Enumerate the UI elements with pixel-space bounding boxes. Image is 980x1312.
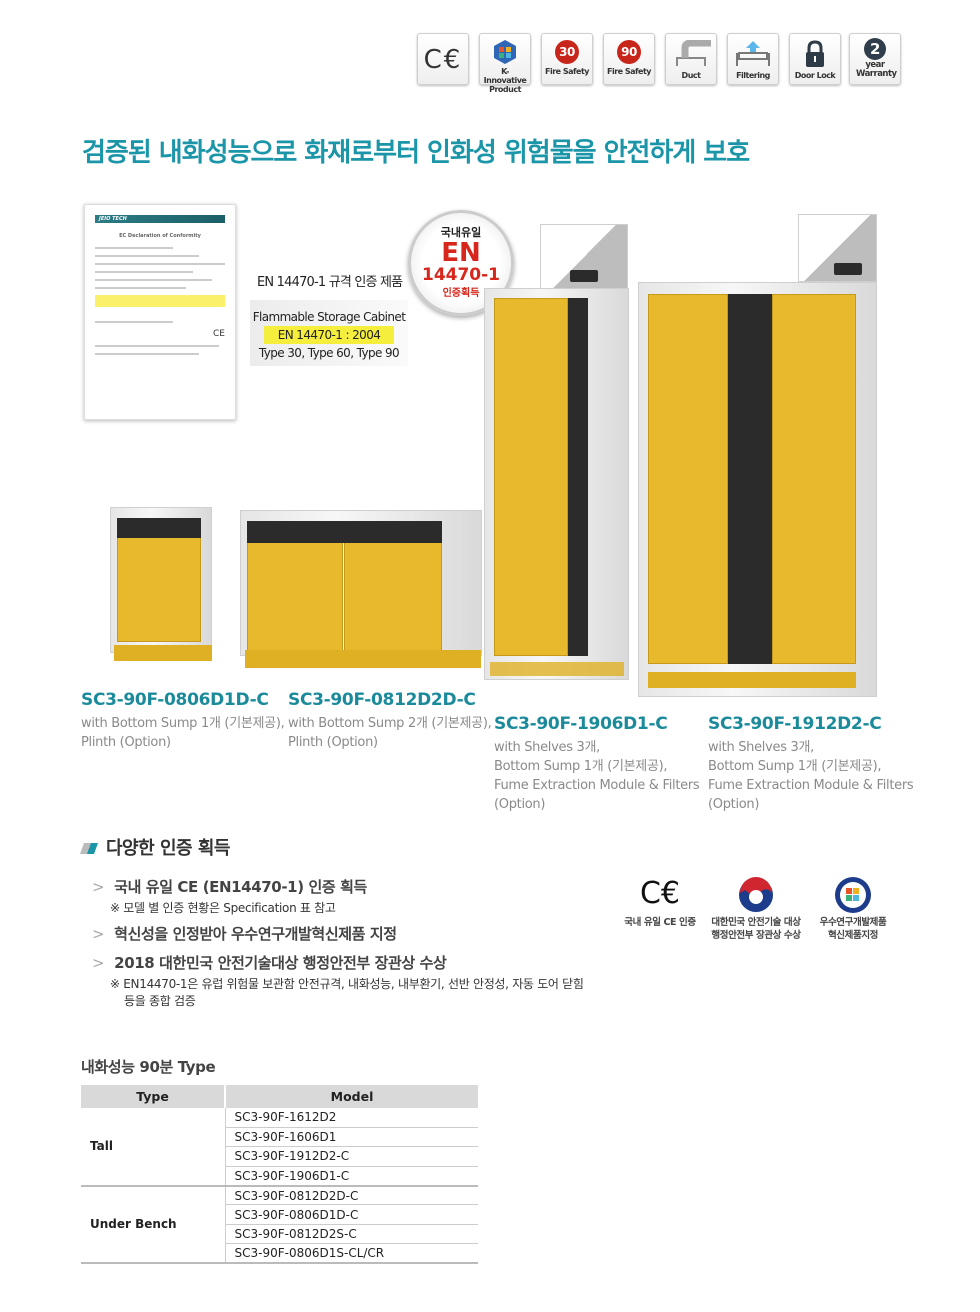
cert-item: >혁신성을 인정받아 우수연구개발혁신제품 지정 [92,925,397,943]
ce-badge: C€ [417,33,469,85]
logo-caption: 우수연구개발제품 [819,917,887,928]
product-desc: Plinth (Option) [81,735,171,750]
warranty-icon: 2 [864,38,886,60]
k-innovative-icon [480,37,530,67]
section-marker-icon [79,843,99,854]
model-cell: SC3-90F-0812D2S-C [225,1224,478,1245]
callout-types: Type 30, Type 60, Type 90 [258,346,400,360]
fire-90-badge: 90 Fire Safety [603,33,655,85]
product-model: SC3-90F-0806D1D-C [81,690,269,710]
table-row: SC3-90F-1912D2-C [81,1146,478,1167]
cert-item: >2018 대한민국 안전기술대상 행정안전부 장관상 수상 [92,954,447,972]
product-1912D2: SC3-90F-1912D2-C with Shelves 3개, Bottom … [708,714,918,814]
model-cell: SC3-90F-1912D2-C [225,1146,478,1167]
badge-label: Fire Safety [545,67,589,76]
product-desc: (Option) [494,797,546,812]
seal-top: 국내유일 [440,226,482,239]
ce-logo: C€ 국내 유일 CE 인증 [620,876,700,929]
certification-callout: Flammable Storage Cabinet EN 14470-1 : 2… [250,300,408,366]
product-model: SC3-90F-0812D2D-C [288,690,476,710]
product-model: SC3-90F-1912D2-C [708,714,882,734]
product-model: SC3-90F-1906D1-C [494,714,668,734]
logo-caption: 혁신제품지정 [827,930,879,941]
fire-30-icon: 30 [555,40,579,64]
korea-government-emblem-icon [739,877,773,912]
product-desc: (Option) [708,797,760,812]
column-header: Type [81,1085,226,1108]
table-row: SC3-90F-1606D1 [81,1127,478,1148]
badge-label: year Warranty [856,60,897,79]
cert-note: ※ EN14470-1은 유럽 위험물 보관함 안전규격, 내화성능, 내부환기… [110,977,584,1008]
product-desc: with Bottom Sump 2개 (기본제공), [288,716,492,731]
filtering-icon [728,37,778,71]
product-desc: Fume Extraction Module & Filters [708,778,914,793]
page-headline: 검증된 내화성능으로 화재로부터 인화성 위험물을 안전하게 보호 [82,138,750,168]
product-0812D2D: SC3-90F-0812D2D-C with Bottom Sump 2개 (기… [288,690,493,752]
door-lock-icon [790,37,840,71]
type-cell: Tall [81,1108,226,1187]
callout-standard: EN 14470-1 : 2004 [263,326,395,344]
duct-badge: Duct [665,33,717,85]
badge-label: Door Lock [794,71,836,80]
product-desc: with Shelves 3개, [708,740,814,755]
callout-product: Flammable Storage Cabinet [252,310,406,324]
table-title: 내화성능 90분 Type [81,1058,216,1076]
badge-label: K-Innovative Product [483,67,527,94]
door-lock-badge: Door Lock [789,33,841,85]
seal-number: 14470-1 [421,265,501,285]
k-innovative-badge: K-Innovative Product [479,33,531,94]
duct-icon [666,37,716,71]
badge-label: Fire Safety [607,67,651,76]
seal-bottom: 인증획득 [442,288,480,299]
product-desc: Bottom Sump 1개 (기본제공), [494,759,668,774]
logo-caption: 국내 유일 CE 인증 [624,917,696,928]
certificate-brand: JEIO TECH [95,215,225,223]
badge-label: Duct [681,71,701,80]
model-cell: SC3-90F-0812D2D-C [225,1185,478,1206]
filtering-badge: Filtering [727,33,779,85]
badge-label: Filtering [736,71,770,80]
seal-en: EN [441,238,481,268]
callout-title: EN 14470-1 규격 인증 제품 [257,275,403,290]
fire-30-badge: 30 Fire Safety [541,33,593,85]
type-cell: Under Bench [81,1185,226,1265]
column-header: Model [225,1085,478,1108]
product-desc: Plinth (Option) [288,735,378,750]
government-award-logo: 대한민국 안전기술 대상 행정안전부 장관상 수상 [706,876,806,942]
table-row: SC3-90F-0806D1S-CL/CR [81,1243,478,1265]
section-title: 다양한 인증 획득 [79,834,230,860]
product-desc: with Bottom Sump 1개 (기본제공), [81,716,285,731]
warranty-badge: 2 year Warranty [849,33,901,85]
model-cell: SC3-90F-1606D1 [225,1127,478,1148]
section-title-text: 다양한 인증 획득 [106,838,230,859]
innovative-product-logo: 우수연구개발제품 혁신제품지정 [808,876,898,942]
logo-caption: 행정안전부 장관상 수상 [711,930,801,941]
model-cell: SC3-90F-0806D1D-C [225,1204,478,1225]
certificate-ce-mark: CE [213,329,225,339]
model-cell: SC3-90F-1906D1-C [225,1166,478,1187]
table-row: SC3-90F-1906D1-C [81,1166,478,1187]
ec-declaration-certificate: JEIO TECH EC Declaration of Conformity C… [84,204,236,420]
cert-item: >국내 유일 CE (EN14470-1) 인증 획득 [92,878,367,896]
model-cell: SC3-90F-0806D1S-CL/CR [225,1243,478,1265]
product-0806D1D: SC3-90F-0806D1D-C with Bottom Sump 1개 (기… [81,690,286,752]
table-row: SC3-90F-0812D2S-C [81,1224,478,1245]
cert-list: >국내 유일 CE (EN14470-1) 인증 획득 ※ 모델 별 인증 현황… [92,876,602,1010]
ce-mark-icon: C€ [423,44,463,75]
innovative-product-seal-icon [835,877,871,913]
cert-note: ※ 모델 별 인증 현황은 Specification 표 참고 [110,901,336,915]
table-row: SC3-90F-0806D1D-C [81,1204,478,1225]
model-cell: SC3-90F-1612D2 [225,1108,478,1128]
logo-caption: 대한민국 안전기술 대상 [711,917,801,928]
product-1906D1: SC3-90F-1906D1-C with Shelves 3개, Bottom … [494,714,704,814]
ce-mark-icon: C€ [639,876,681,911]
product-desc: with Shelves 3개, [494,740,600,755]
certificate-title: EC Declaration of Conformity [119,233,201,239]
product-desc: Bottom Sump 1개 (기본제공), [708,759,882,774]
fire-90-icon: 90 [617,40,641,64]
product-desc: Fume Extraction Module & Filters [494,778,700,793]
